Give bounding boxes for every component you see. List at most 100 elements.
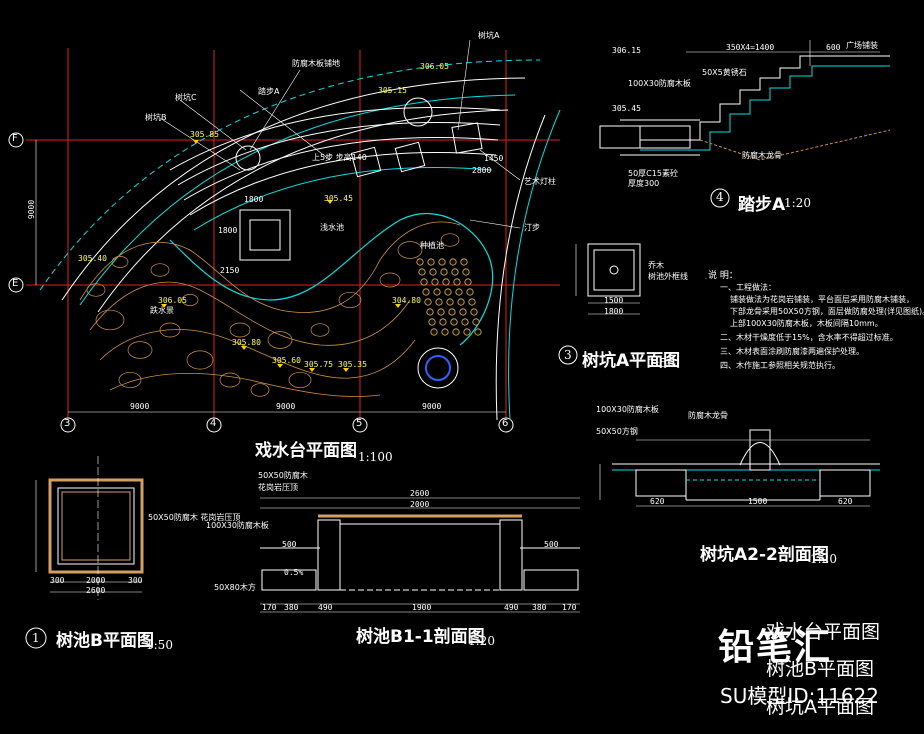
rock-blob (267, 331, 293, 349)
stepping-stone (451, 268, 459, 276)
rock-blob (118, 371, 142, 389)
elev-3: 305.45 (324, 194, 353, 203)
watermark-side-title-1: 戏水台平面图 (766, 621, 881, 643)
stepping-stone (466, 288, 474, 296)
label-trees: 种植池 (420, 241, 444, 250)
step-elev-2: 305.45 (612, 104, 641, 113)
pool-b-dim-outer: 2600 (86, 586, 106, 595)
stepping-stone (427, 258, 435, 266)
step-dim-1: 350X4=1400 (726, 43, 775, 52)
tree-pool-b-plan-drawing (25, 456, 144, 649)
elev-2: 305.80 (232, 338, 261, 347)
pit-a-dim-1: 1500 (604, 296, 624, 305)
label-stepping: 汀步 (524, 223, 540, 232)
pool-b-sec-dim-b6: 380 (532, 603, 547, 612)
stepping-stone (464, 278, 472, 286)
watermark-side-title-3: 树坑A平面图 (766, 696, 874, 718)
step-dim-2: 600 (826, 43, 841, 52)
stepping-stone (431, 278, 439, 286)
pool-b-plan-scale: 1:50 (146, 638, 173, 652)
stepping-stone (474, 328, 482, 336)
pool-b-sec-dim-b2: 380 (284, 603, 299, 612)
platform-arcs (39, 59, 561, 421)
label-lamp: 艺术灯柱 (524, 177, 556, 186)
label-up-steps: 上5步 步高140 (312, 153, 367, 162)
stepping-stones (416, 258, 482, 336)
stepping-stone (460, 258, 468, 266)
stepping-stone (453, 278, 461, 286)
grid-axis-4: 4 (210, 418, 217, 429)
step-label-4: 防腐木龙骨 (742, 151, 782, 160)
stepping-stone (420, 278, 428, 286)
elev-10: 305.15 (378, 86, 407, 95)
rock-blob (229, 322, 251, 338)
stepping-stone (441, 328, 449, 336)
pit-a-plan-title: 树坑A平面图 (582, 351, 681, 371)
stepping-stone (422, 288, 430, 296)
grid-spacing-3: 9000 (422, 402, 442, 411)
step-label-2: 100X30防腐木板 (628, 79, 691, 88)
elev-markers (161, 140, 401, 372)
pit-a-label-1: 乔木 (648, 261, 664, 270)
plan-dim-4: 2150 (220, 266, 240, 275)
grid-spacing-2: 9000 (276, 402, 296, 411)
stepping-stone (439, 318, 447, 326)
notes-line-1: 一、工程做法： (720, 283, 776, 292)
step-a-title: 踏步A (738, 195, 786, 215)
stepping-stone (433, 288, 441, 296)
stepping-stone (459, 308, 467, 316)
step-label-1: 50X5黄锈石 (702, 68, 747, 77)
notes-line-4: 上部100X30防腐木板，木板间隔10mm。 (730, 319, 883, 328)
plan-dimension-lines (35, 140, 506, 413)
grid-axis-E: E (12, 278, 19, 289)
elev-11: 306.05 (420, 62, 449, 71)
pool-b-sec-label-3: 100X30防腐木板 (206, 521, 269, 530)
step-a-scale: 1:20 (784, 196, 811, 210)
pool-b-sec-label-1: 50X50防腐木 (258, 471, 308, 480)
rock-blobs (86, 233, 460, 397)
pool-b-section-scale: 1:20 (468, 634, 495, 648)
pool-b-sec-side-2: 500 (544, 540, 559, 549)
rock-blob (440, 233, 460, 247)
elev-1: 305.85 (190, 130, 219, 139)
grid-axis-6: 6 (502, 418, 509, 429)
tree-pit-a-plan-drawing (558, 243, 641, 365)
label-tree-pit-c: 树坑C (175, 93, 197, 102)
pool-b-dim-side-1: 300 (50, 576, 65, 585)
notes-header: 说 明： (708, 271, 738, 281)
rock-blob (338, 291, 362, 309)
stepping-stone (461, 318, 469, 326)
notes-line-7: 四、木作施工参照相关规范执行。 (720, 361, 840, 370)
elev-6: 306.05 (158, 296, 187, 305)
elevation-triangle (327, 200, 333, 204)
rock-blob (86, 283, 106, 297)
elev-7: 305.60 (272, 356, 301, 365)
pit-a-dim-2: 1800 (604, 307, 624, 316)
elevation-triangle (277, 364, 283, 368)
pool-b-sec-dim-top-1: 2600 (410, 489, 430, 498)
pit-a-section-scale: 1:20 (810, 552, 837, 566)
stepping-stone (463, 328, 471, 336)
plan-dim-3: 2800 (472, 166, 492, 175)
stepping-stone (450, 318, 458, 326)
step-label-3: 广场铺装 (846, 41, 878, 50)
rock-blob (310, 323, 330, 337)
watermark-side-title-2: 树池B平面图 (766, 658, 875, 680)
plan-dim-5: 1800 (218, 226, 238, 235)
pool-b-sec-dim-b5: 490 (504, 603, 519, 612)
notes-line-2: 铺装做法为花岗岩铺装，平台面层采用防腐木铺装， (730, 295, 914, 304)
label-shallow-pool: 浅水池 (320, 223, 344, 232)
stepping-stone (424, 298, 432, 306)
stepping-stone (462, 268, 470, 276)
tree-pit-a-section-drawing (599, 429, 880, 507)
notes-line-6: 三、木材表面涂刷防腐漆两遍保护处理。 (720, 347, 864, 356)
step-elev-1: 306.15 (612, 46, 641, 55)
pit-a-sec-dim-2: 620 (650, 497, 665, 506)
step-a-section (599, 40, 891, 208)
label-decking: 防腐木板铺地 (292, 59, 340, 68)
pool-b-sec-dim-b4: 1900 (412, 603, 432, 612)
grid-spacing-1: 9000 (130, 402, 150, 411)
elev-4: 304.80 (392, 296, 421, 305)
leader-lines (159, 39, 521, 229)
